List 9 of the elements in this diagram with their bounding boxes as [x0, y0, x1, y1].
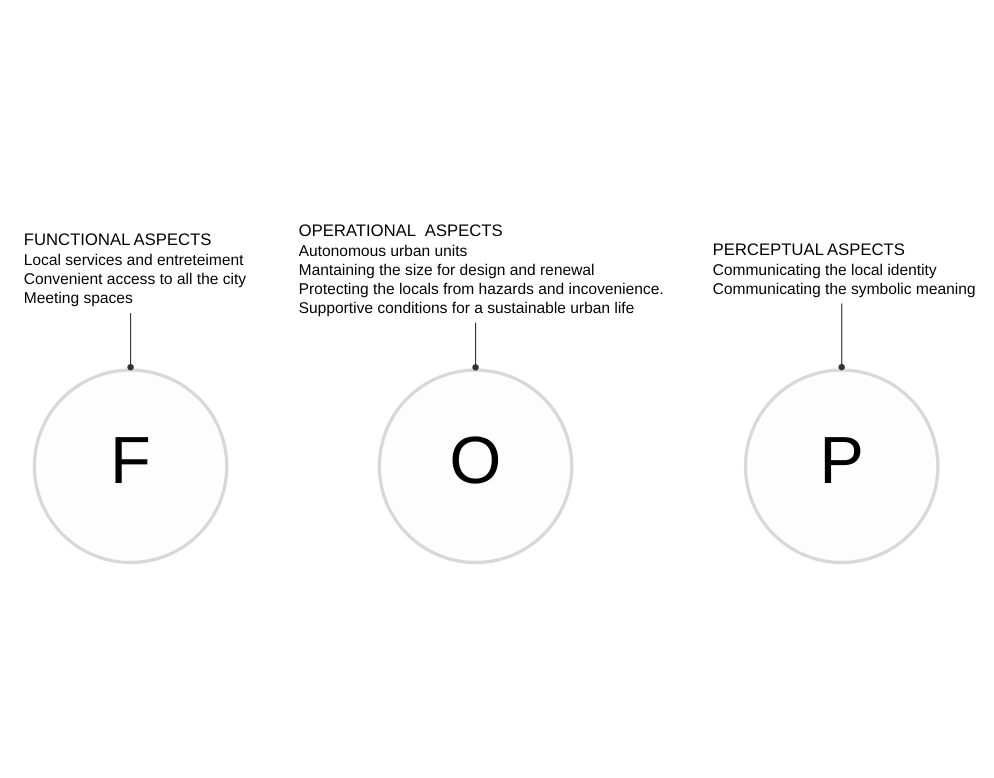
node-text: FUNCTIONAL ASPECTS Local services and entreteiment Convenient access to all the city Meeting spaces [24, 229, 246, 306]
connector [127, 312, 134, 370]
node-text: PERCEPTUAL ASPECTS Communicating the local identity Communicating the symbolic meaning [712, 239, 976, 298]
connector [472, 322, 479, 370]
node-circle: O [378, 368, 574, 564]
node-circle: F [32, 368, 229, 564]
node-text: OPERATIONAL ASPECTS Autonomous urban units Mantaining the size for design and renewal Protecting the locals from hazards and incovenience. Supportive conditions for a sustainable urban life [298, 220, 664, 316]
node-circle: P [744, 368, 940, 564]
connector [838, 302, 845, 370]
